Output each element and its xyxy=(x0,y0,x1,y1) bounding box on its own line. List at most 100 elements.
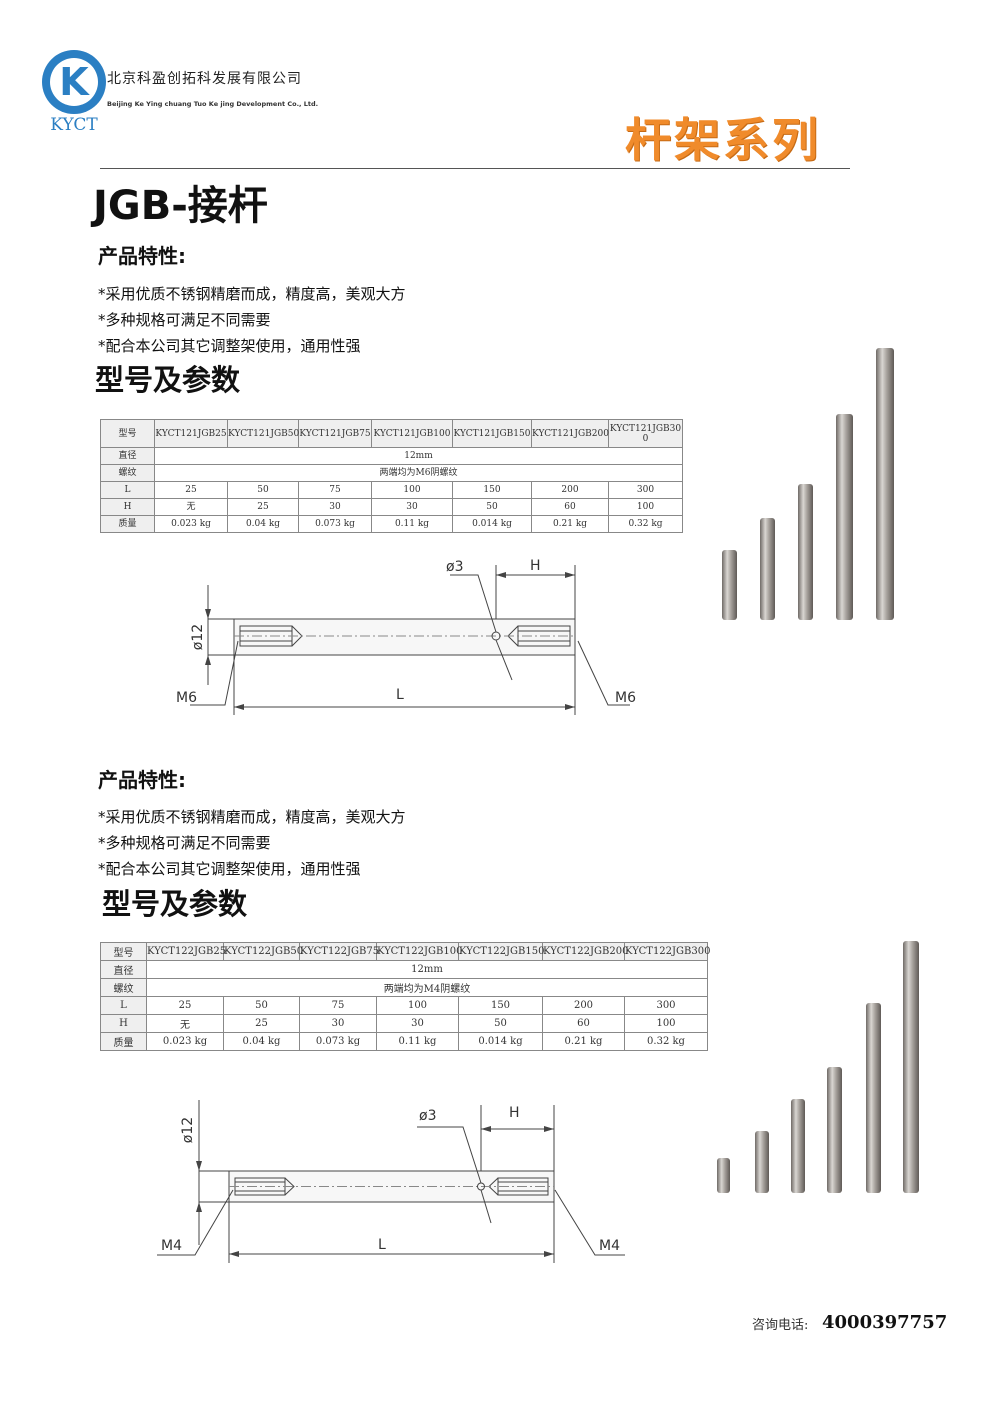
row-label: 型号 xyxy=(100,419,155,448)
spec-table: 型号 KYCT121JGB25 KYCT121JGB50 KYCT121JGB7… xyxy=(100,419,683,533)
table-row: 螺纹 两端均为M6阴螺纹 xyxy=(100,464,683,482)
length-cell: 200 xyxy=(531,481,609,499)
model-cell: KYCT121JGB75 xyxy=(298,419,372,448)
mass-cell: 0.014 kg xyxy=(458,1032,543,1051)
length-cell: 150 xyxy=(458,996,543,1015)
h-cell: 无 xyxy=(146,1014,224,1033)
h-cell: 30 xyxy=(371,498,453,516)
feature-item: *多种规格可满足不同需要 xyxy=(98,311,271,329)
table-row: 直径 12mm xyxy=(100,447,683,465)
row-label: 型号 xyxy=(100,942,147,961)
length-cell: 100 xyxy=(376,996,459,1015)
h-cell: 100 xyxy=(624,1014,708,1033)
contact-phone: 4000397757 xyxy=(822,1312,948,1333)
thread-left-label: M4 xyxy=(161,1238,182,1254)
model-cell: KYCT122JGB50 xyxy=(223,942,303,961)
length-cell: 75 xyxy=(299,996,377,1015)
hole-label: ø3 xyxy=(419,1108,436,1124)
mass-cell: 0.073 kg xyxy=(299,1032,377,1051)
rod-technical-drawing: ø12 ø3 H L M6 M6 xyxy=(176,558,636,715)
row-label: 质量 xyxy=(100,515,155,533)
logo-text: KYCT xyxy=(50,115,98,135)
mass-cell: 0.11 kg xyxy=(376,1032,459,1051)
h-cell: 60 xyxy=(542,1014,625,1033)
length-cell: 300 xyxy=(608,481,683,499)
h-cell: 无 xyxy=(154,498,228,516)
model-cell: KYCT122JGB300 xyxy=(624,942,710,961)
page-title: JGB-接杆 xyxy=(93,183,268,229)
company-logo: K KYCT xyxy=(42,50,106,135)
spec-table: 型号 KYCT122JGB25 KYCT122JGB50 KYCT122JGB7… xyxy=(100,942,710,1051)
table-row: 质量 0.023 kg 0.04 kg 0.073 kg 0.11 kg 0.0… xyxy=(100,1032,708,1051)
model-cell: KYCT121JGB25 xyxy=(154,419,228,448)
l-label: L xyxy=(378,1237,386,1253)
table-row: 型号 KYCT121JGB25 KYCT121JGB50 KYCT121JGB7… xyxy=(100,419,683,448)
contact-label: 咨询电话: xyxy=(752,1318,809,1333)
model-cell: KYCT121JGB200 xyxy=(531,419,609,448)
model-cell: KYCT122JGB100 xyxy=(376,942,462,961)
length-cell: 50 xyxy=(223,996,300,1015)
h-cell: 30 xyxy=(298,498,372,516)
row-label: H xyxy=(100,1014,147,1033)
company-name-cn: 北京科盈创拓科发展有限公司 xyxy=(107,71,302,87)
hole-label: ø3 xyxy=(446,559,463,575)
length-cell: 100 xyxy=(371,481,453,499)
row-label: 螺纹 xyxy=(100,464,155,482)
params-title: 型号及参数 xyxy=(102,887,248,921)
row-label: 质量 xyxy=(100,1032,147,1051)
table-row: H 无 25 30 30 50 60 100 xyxy=(100,1014,708,1033)
mass-cell: 0.21 kg xyxy=(531,515,609,533)
row-label: L xyxy=(100,481,155,499)
length-cell: 50 xyxy=(227,481,299,499)
svg-text:K: K xyxy=(59,60,90,104)
table-row: H 无 25 30 30 50 60 100 xyxy=(100,498,683,516)
h-label: H xyxy=(530,558,541,574)
feature-item: *配合本公司其它调整架使用，通用性强 xyxy=(98,860,361,878)
row-label: H xyxy=(100,498,155,516)
mass-cell: 0.32 kg xyxy=(624,1032,708,1051)
h-cell: 30 xyxy=(376,1014,459,1033)
header-divider xyxy=(100,168,850,169)
l-label: L xyxy=(396,687,404,703)
h-label: H xyxy=(509,1105,520,1121)
mass-cell: 0.11 kg xyxy=(371,515,453,533)
length-cell: 150 xyxy=(452,481,532,499)
table-row: 螺纹 两端均为M4阴螺纹 xyxy=(100,978,708,997)
series-title: 杆架系列 xyxy=(625,113,821,167)
model-cell: KYCT122JGB150 xyxy=(458,942,544,961)
table-row: 质量 0.023 kg 0.04 kg 0.073 kg 0.11 kg 0.0… xyxy=(100,515,683,533)
mass-cell: 0.32 kg xyxy=(608,515,683,533)
table-row: 型号 KYCT122JGB25 KYCT122JGB50 KYCT122JGB7… xyxy=(100,942,710,961)
mass-cell: 0.21 kg xyxy=(542,1032,625,1051)
thread-cell: 两端均为M6阴螺纹 xyxy=(154,464,683,482)
thread-right-label: M6 xyxy=(615,690,636,706)
mass-cell: 0.073 kg xyxy=(298,515,372,533)
rods-product-photo xyxy=(717,941,919,1193)
h-cell: 25 xyxy=(227,498,299,516)
rods-product-photo xyxy=(722,348,894,620)
model-cell: KYCT122JGB200 xyxy=(542,942,628,961)
model-cell: KYCT122JGB25 xyxy=(146,942,226,961)
table-row: L 25 50 75 100 150 200 300 xyxy=(100,996,708,1015)
diameter-cell: 12mm xyxy=(154,447,683,465)
feature-item: *采用优质不锈钢精磨而成，精度高，美观大方 xyxy=(98,808,406,826)
diameter-label: ø12 xyxy=(190,624,206,650)
length-cell: 25 xyxy=(146,996,224,1015)
feature-item: *多种规格可满足不同需要 xyxy=(98,834,271,852)
mass-cell: 0.023 kg xyxy=(154,515,228,533)
table-row: 直径 12mm xyxy=(100,960,708,979)
diameter-label: ø12 xyxy=(180,1117,196,1143)
h-cell: 60 xyxy=(531,498,609,516)
length-cell: 300 xyxy=(624,996,708,1015)
thread-left-label: M6 xyxy=(176,690,197,706)
model-cell: KYCT121JGB300 xyxy=(608,419,683,448)
length-cell: 75 xyxy=(298,481,372,499)
thread-right-label: M4 xyxy=(599,1238,620,1254)
mass-cell: 0.04 kg xyxy=(223,1032,300,1051)
row-label: 直径 xyxy=(100,447,155,465)
h-cell: 100 xyxy=(608,498,683,516)
model-cell: KYCT121JGB50 xyxy=(227,419,299,448)
features-label: 产品特性: xyxy=(98,244,186,268)
features-label: 产品特性: xyxy=(98,768,186,792)
rod-technical-drawing: ø12 ø3 H L M4 M4 xyxy=(157,1100,625,1263)
